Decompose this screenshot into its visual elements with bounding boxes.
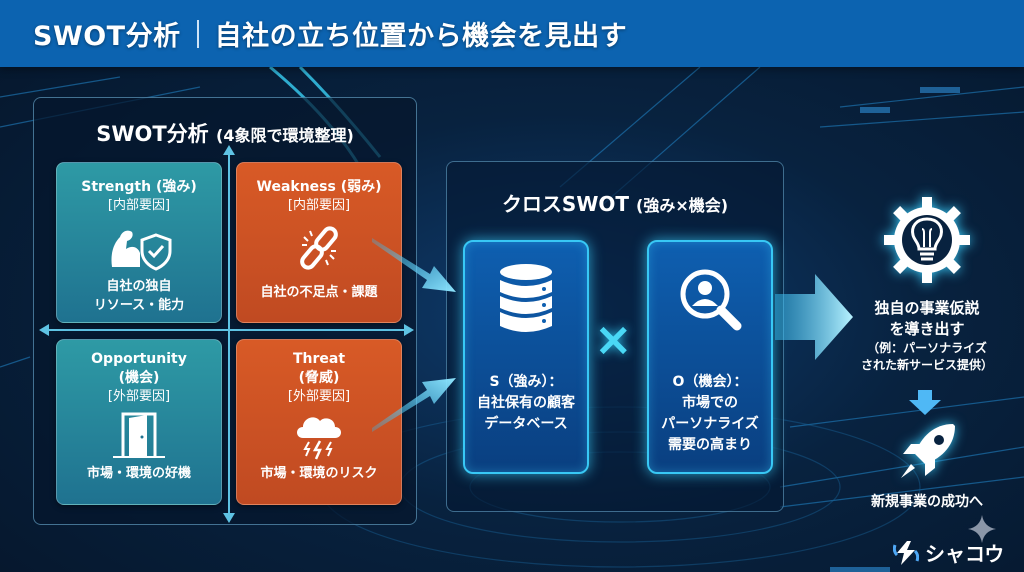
quadrant-desc-line: 市場・環境のリスク	[260, 466, 378, 481]
lightbulb-gear-icon	[830, 190, 1024, 290]
shakou-logo-icon	[893, 540, 919, 565]
quadrant-desc-line: リソース・能力	[93, 298, 185, 313]
search-person-icon	[649, 242, 771, 352]
header-title-right: 自社の立ち位置から機会を見出す	[214, 21, 628, 52]
swot-title: SWOT分析 (4象限で環境整理)	[34, 118, 416, 148]
cross-card-line: 需要の高まり	[668, 437, 752, 453]
strength-shield-icon	[57, 223, 221, 273]
quadrant-title: Weakness (弱み)	[256, 179, 382, 195]
axis-arrow-down-icon	[223, 513, 235, 523]
result-main-line: を導き出す	[889, 320, 965, 338]
arrow-threat-to-cross-icon	[372, 378, 456, 432]
cross-card-line: O（機会）：	[672, 374, 748, 390]
quadrant-title: Opportunity	[91, 351, 187, 367]
quadrant-tag: [内部要因]	[287, 198, 351, 213]
brand-name: シャコウ	[925, 542, 1005, 566]
result-main-line: 独自の事業仮説	[874, 299, 980, 317]
brand-logo: シャコウ	[893, 538, 1004, 567]
quadrant-opportunity: Opportunity (機会) [外部要因] 市場・環境の好機	[56, 339, 222, 505]
multiply-icon: ×	[594, 312, 633, 366]
header-divider	[196, 19, 199, 48]
cross-title-main: クロスSWOT	[501, 192, 630, 216]
quadrant-tag: [内部要因]	[107, 198, 171, 213]
cross-swot-panel: クロスSWOT (強み×機会) S（強み）： 自社保有の顧客 データベース ×	[446, 161, 784, 512]
sparkle-icon	[968, 515, 996, 543]
quadrant-title: Strength (強み)	[81, 179, 197, 195]
quadrant-desc-line: 市場・環境の好機	[86, 466, 191, 481]
axis-arrow-up-icon	[223, 145, 235, 155]
swot-panel: SWOT分析 (4象限で環境整理) Strength (強み) [内部要因] 自…	[33, 97, 417, 525]
swot-title-sub: (4象限で環境整理)	[216, 126, 354, 145]
axis-arrow-left-icon	[39, 324, 49, 336]
quadrant-strength: Strength (強み) [内部要因] 自社の独自 リソース・能力	[56, 162, 222, 323]
cross-title-sub: (強み×機会)	[636, 196, 729, 215]
rocket-icon	[901, 424, 955, 478]
horizontal-axis	[46, 329, 406, 331]
vertical-axis	[228, 153, 230, 515]
cross-swot-title: クロスSWOT (強み×機会)	[447, 188, 783, 217]
broken-link-icon	[237, 223, 401, 273]
database-icon	[465, 242, 587, 352]
cross-card-line: データベース	[484, 416, 568, 432]
cross-card-line: 自社保有の顧客	[477, 395, 575, 411]
final-text: 新規事業の成功へ	[871, 494, 983, 510]
axis-arrow-right-icon	[404, 324, 414, 336]
arrow-down-icon	[909, 390, 941, 415]
swot-title-main: SWOT分析	[96, 122, 209, 146]
cross-card-line: パーソナライズ	[661, 416, 759, 432]
storm-cloud-icon	[237, 410, 401, 460]
quadrant-tag: [外部要因]	[107, 389, 171, 404]
result-block: 独自の事業仮説 を導き出す （例：パーソナライズ された新サービス提供）	[830, 190, 1024, 374]
cross-card-opportunity: O（機会）： 市場での パーソナライズ 需要の高まり	[647, 240, 773, 474]
quadrant-desc-line: 自社の不足点・課題	[260, 285, 378, 300]
quadrant-tag: [外部要因]	[287, 389, 351, 404]
result-sub-line: （例：パーソナライズ	[867, 341, 987, 355]
arrow-to-result-icon	[775, 274, 853, 360]
cross-card-strength: S（強み）： 自社保有の顧客 データベース	[463, 240, 589, 474]
quadrant-title: Threat	[292, 351, 346, 367]
cross-card-line: S（強み）：	[489, 374, 563, 390]
arrow-weakness-to-cross-icon	[372, 238, 456, 292]
cross-card-line: 市場での	[682, 395, 738, 411]
quadrant-title-sub: (脅威)	[298, 370, 340, 386]
result-sub-line: された新サービス提供）	[860, 358, 993, 372]
quadrant-title-sub: (機会)	[118, 370, 160, 386]
open-door-icon	[57, 410, 221, 460]
quadrant-threat: Threat (脅威) [外部要因] 市場・環境のリスク	[236, 339, 402, 505]
quadrant-desc-line: 自社の独自	[106, 279, 172, 294]
header-title-left: SWOT分析	[33, 21, 181, 52]
page-header: SWOT分析 自社の立ち位置から機会を見出す	[0, 0, 1024, 67]
